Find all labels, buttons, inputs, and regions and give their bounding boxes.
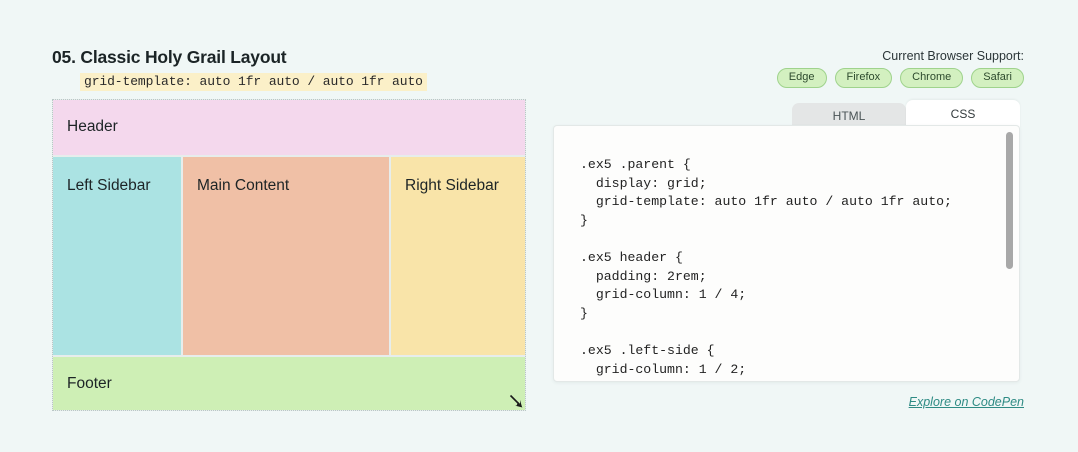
code-scrollbar[interactable] [1006, 132, 1013, 377]
status-badge-edge: Edge [776, 68, 827, 88]
code-scrollbar-thumb[interactable] [1006, 132, 1013, 269]
subtitle-wrapper: grid-template: auto 1fr auto / auto 1fr … [52, 72, 532, 91]
explore-on-codepen-link[interactable]: Explore on CodePen [908, 395, 1024, 409]
status-badge-firefox: Firefox [834, 68, 893, 88]
grid-layout-demo[interactable]: Header Left Sidebar Main Content Right S… [52, 99, 526, 411]
grid-template-code-chip: grid-template: auto 1fr auto / auto 1fr … [80, 73, 427, 91]
browser-support-label: Current Browser Support: [882, 49, 1024, 63]
resize-grip-icon[interactable] [506, 391, 524, 409]
demo-right-sidebar-label: Right Sidebar [405, 177, 499, 194]
example-heading-block: 05. Classic Holy Grail Layout grid-templ… [52, 46, 532, 91]
tab-css[interactable]: CSS [906, 100, 1020, 128]
demo-left-sidebar-label: Left Sidebar [67, 177, 151, 194]
demo-cell-main-content: Main Content [183, 157, 389, 355]
demo-footer-label: Footer [67, 375, 112, 392]
demo-cell-footer: Footer [53, 357, 525, 410]
status-badge-chrome: Chrome [900, 68, 964, 88]
demo-cell-header: Header [53, 100, 525, 155]
page-title: 05. Classic Holy Grail Layout [52, 47, 287, 67]
demo-cell-right-sidebar: Right Sidebar [391, 157, 525, 355]
demo-main-content-label: Main Content [197, 177, 290, 194]
browser-support-badges: Edge Firefox Chrome Safari [776, 68, 1024, 88]
status-badge-safari: Safari [971, 68, 1024, 88]
code-content: .ex5 .parent { display: grid; grid-templ… [580, 157, 952, 381]
demo-header-label: Header [67, 118, 118, 135]
code-panel[interactable]: .ex5 .parent { display: grid; grid-templ… [553, 125, 1020, 382]
code-tab-bar: HTML CSS [792, 100, 1020, 128]
tab-html[interactable]: HTML [792, 103, 906, 128]
demo-cell-left-sidebar: Left Sidebar [53, 157, 181, 355]
